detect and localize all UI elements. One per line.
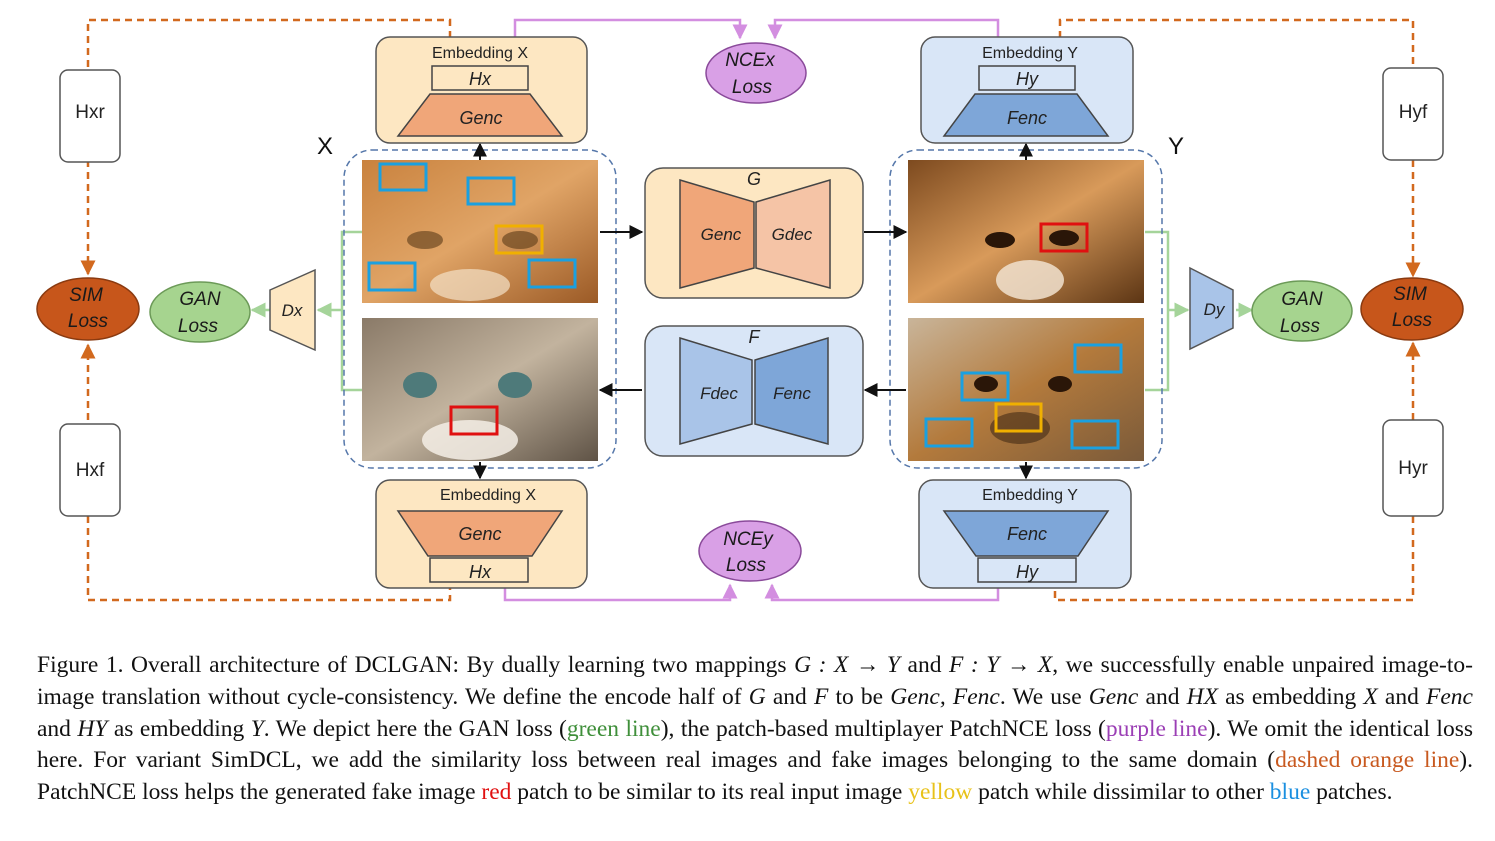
svg-text:SIM: SIM [69,285,103,306]
gan-green-lines [250,230,1254,392]
svg-text:GAN: GAN [1281,289,1322,310]
svg-text:NCEy: NCEy [723,529,774,550]
svg-text:Hx: Hx [469,69,492,89]
svg-text:Embedding X: Embedding X [440,487,536,504]
real-cat-image [362,160,598,303]
svg-text:Hy: Hy [1016,562,1039,582]
hxr-box: Hxr [59,69,121,163]
svg-text:Loss: Loss [726,555,767,576]
patch-red [1039,222,1089,253]
svg-text:Genc: Genc [701,225,742,244]
svg-text:Loss: Loss [1392,310,1433,331]
patch-blue [378,162,428,192]
nce-y-loss: NCEy Loss [698,520,802,582]
generator-g: G Genc Gdec [644,167,864,299]
svg-text:Loss: Loss [732,77,773,98]
dclgan-architecture-diagram: Hxr Hxf Hyf Hyr SIM Loss SIM Loss GAN Lo… [36,18,1464,602]
hyf-box: Hyf [1382,67,1444,161]
embedding-y-top: Embedding Y Hy Fenc [920,36,1134,144]
embedding-x-bottom: Embedding X Genc Hx [375,479,588,589]
generator-f: F Fdec Fenc [644,325,864,457]
sim-loss-left: SIM Loss [36,277,140,341]
hxr-label: Hxr [75,102,105,123]
green-line-term: green line [566,715,661,742]
real-dog-image [908,318,1144,461]
patch-blue [924,417,974,448]
hyr-box: Hyr [1382,419,1444,517]
svg-text:Embedding Y: Embedding Y [982,45,1078,62]
gan-loss-left: GAN Loss [149,281,251,343]
sim-loss-right: SIM Loss [1360,277,1464,341]
purple-line-term: purple line [1105,715,1208,742]
patch-yellow [494,224,544,255]
nce-purple-lines [503,18,1000,602]
embedding-y-bottom: Embedding Y Fenc Hy [918,479,1132,589]
svg-text:Embedding X: Embedding X [432,45,528,62]
hyf-label: Hyf [1399,102,1428,123]
svg-text:F: F [749,327,761,347]
svg-text:Gdec: Gdec [772,225,813,244]
patch-yellow [994,402,1043,433]
yellow-term: yellow [908,779,973,806]
svg-text:Embedding Y: Embedding Y [982,487,1078,504]
patch-blue [1073,343,1123,374]
orange-line-term: dashed orange line [1275,747,1460,774]
hyr-label: Hyr [1398,458,1428,479]
nce-x-loss: NCEx Loss [705,42,807,104]
blue-term: blue [1269,779,1311,806]
hxf-box: Hxf [59,423,121,517]
svg-text:Dy: Dy [1204,300,1226,319]
embedding-x-top: Embedding X Hx Genc [375,36,588,144]
domain-x-label: X [317,133,333,160]
fake-cat-image [362,318,598,461]
svg-text:Genc: Genc [458,524,501,544]
svg-text:Loss: Loss [68,311,109,332]
red-term: red [481,779,512,806]
flow-arrows [473,142,1033,480]
patch-blue [1070,419,1120,450]
svg-text:Fenc: Fenc [1007,524,1047,544]
svg-text:Fdec: Fdec [700,384,738,403]
svg-text:Hx: Hx [469,562,492,582]
fake-dog-image [908,160,1144,303]
patch-blue [466,176,516,206]
svg-text:SIM: SIM [1393,284,1427,305]
gan-loss-right: GAN Loss [1251,280,1353,342]
discriminator-y: Dy [1189,266,1234,351]
domain-y-label: Y [1168,133,1184,160]
svg-text:Dx: Dx [282,301,303,320]
svg-text:Genc: Genc [459,108,502,128]
svg-text:Fenc: Fenc [1007,108,1047,128]
svg-text:Hy: Hy [1016,69,1039,89]
svg-text:GAN: GAN [179,289,220,310]
patch-blue [527,258,577,289]
svg-text:Fenc: Fenc [773,384,811,403]
svg-text:G: G [747,169,761,189]
hxf-label: Hxf [76,460,105,481]
patch-red [449,405,499,436]
patch-blue [960,371,1010,402]
svg-text:NCEx: NCEx [725,50,776,71]
svg-text:Loss: Loss [178,316,219,337]
patch-blue [367,261,417,292]
svg-text:Loss: Loss [1280,316,1321,337]
figure-caption: Figure 1. Overall architecture of DCLGAN… [37,652,1474,806]
discriminator-x: Dx [269,268,316,352]
